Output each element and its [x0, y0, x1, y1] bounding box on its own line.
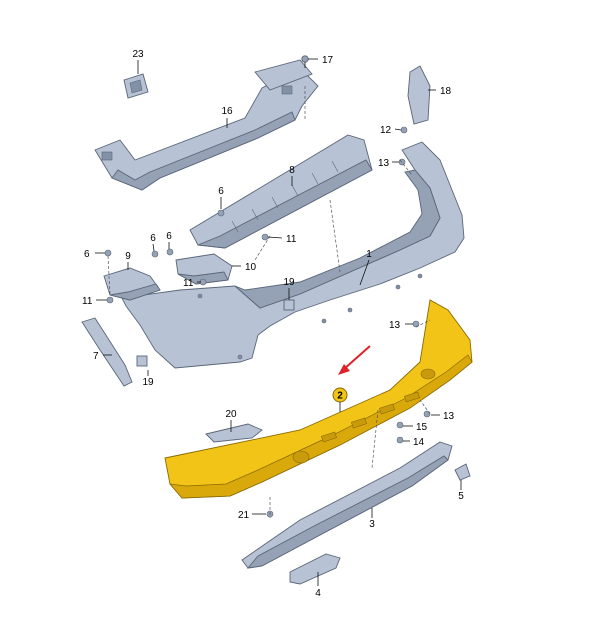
callout-4[interactable]: 4: [315, 588, 321, 599]
callout-11-absorber[interactable]: 11: [286, 234, 297, 245]
part-8-absorber: [189, 134, 373, 249]
callout-13-lower[interactable]: 13: [443, 411, 455, 422]
indicator-arrow: [338, 345, 371, 375]
callout-8[interactable]: 8: [289, 165, 295, 176]
callout-labels: 23 17 16 18 12 13 8 6 11 6 6 6 9 10 11 1…: [82, 49, 464, 599]
badge-part-2[interactable]: 2: [332, 387, 348, 412]
callout-12[interactable]: 12: [380, 125, 392, 136]
callout-18[interactable]: 18: [440, 86, 452, 97]
callout-1[interactable]: 1: [366, 249, 372, 260]
callout-3[interactable]: 3: [369, 519, 375, 530]
callout-9[interactable]: 9: [125, 251, 131, 262]
assembly-lines: [107, 86, 431, 518]
part-20-trim: [205, 423, 263, 443]
callout-2: 2: [337, 391, 343, 402]
part-3-diffuser: [241, 441, 453, 569]
callout-6-absorber[interactable]: 6: [218, 186, 224, 197]
leader-lines: [95, 58, 462, 586]
part-18-guide: [407, 65, 431, 125]
part-23-bracket: [123, 73, 149, 99]
callout-6-right[interactable]: 6: [166, 231, 172, 242]
part-10-bracket: [175, 253, 233, 285]
callout-19-upper[interactable]: 19: [283, 277, 295, 288]
callout-23[interactable]: 23: [132, 49, 144, 60]
callout-16[interactable]: 16: [221, 106, 233, 117]
part-4-trim: [289, 553, 341, 585]
callout-19-lower[interactable]: 19: [142, 377, 154, 388]
callout-6-left[interactable]: 6: [84, 249, 90, 260]
callout-13-upper[interactable]: 13: [378, 158, 390, 169]
part-5-cap: [454, 463, 471, 481]
callout-15[interactable]: 15: [416, 422, 428, 433]
callout-20[interactable]: 20: [225, 409, 237, 420]
callout-11-left[interactable]: 11: [82, 296, 93, 307]
callout-21[interactable]: 21: [238, 510, 250, 521]
callout-17[interactable]: 17: [322, 55, 334, 66]
callout-6-mid[interactable]: 6: [150, 233, 156, 244]
callout-5[interactable]: 5: [458, 491, 464, 502]
part-19-clip-lower: [136, 355, 148, 367]
callout-13-spoiler[interactable]: 13: [389, 320, 401, 331]
part-7-trim: [81, 317, 133, 387]
part-9-bracket: [103, 267, 161, 301]
fasteners: [104, 126, 431, 518]
callout-11-bracket[interactable]: 11: [183, 278, 194, 289]
part-19-clip-upper: [283, 299, 295, 311]
part-1-bumper-cover: [121, 141, 465, 369]
part-2-lower-spoiler: [164, 299, 473, 499]
callout-14[interactable]: 14: [413, 437, 425, 448]
callout-10[interactable]: 10: [245, 262, 257, 273]
part-16-crossmember: [94, 59, 319, 191]
callout-7[interactable]: 7: [93, 351, 99, 362]
